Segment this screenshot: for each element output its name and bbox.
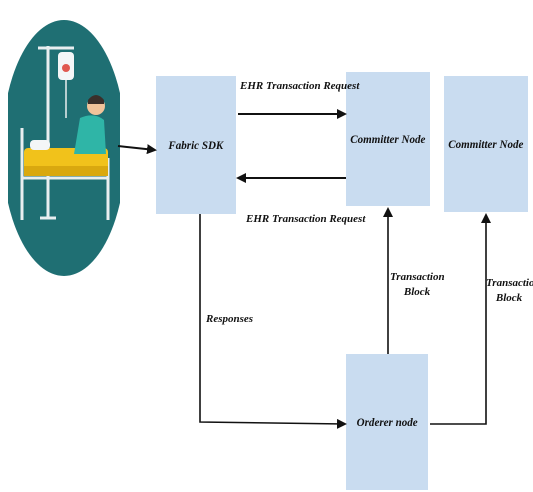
transaction-block-2-line2: Block [486,291,532,306]
patient-to-sdk-arrow [118,146,155,150]
transaction-block-1-line1: Transaction [390,270,444,285]
transaction-block-2-line1: Transaction [486,276,532,291]
responses-label: Responses [206,312,253,327]
request-to-committer-label: EHR Transaction Request [240,79,359,94]
orderer-to-committer-2-arrow [430,215,486,424]
request-to-sdk-label: EHR Transaction Request [246,212,365,227]
transaction-block-1-label: Transaction Block [390,270,444,301]
transaction-block-1-line2: Block [390,285,444,300]
transaction-block-2-label: Transaction Block [486,276,532,307]
